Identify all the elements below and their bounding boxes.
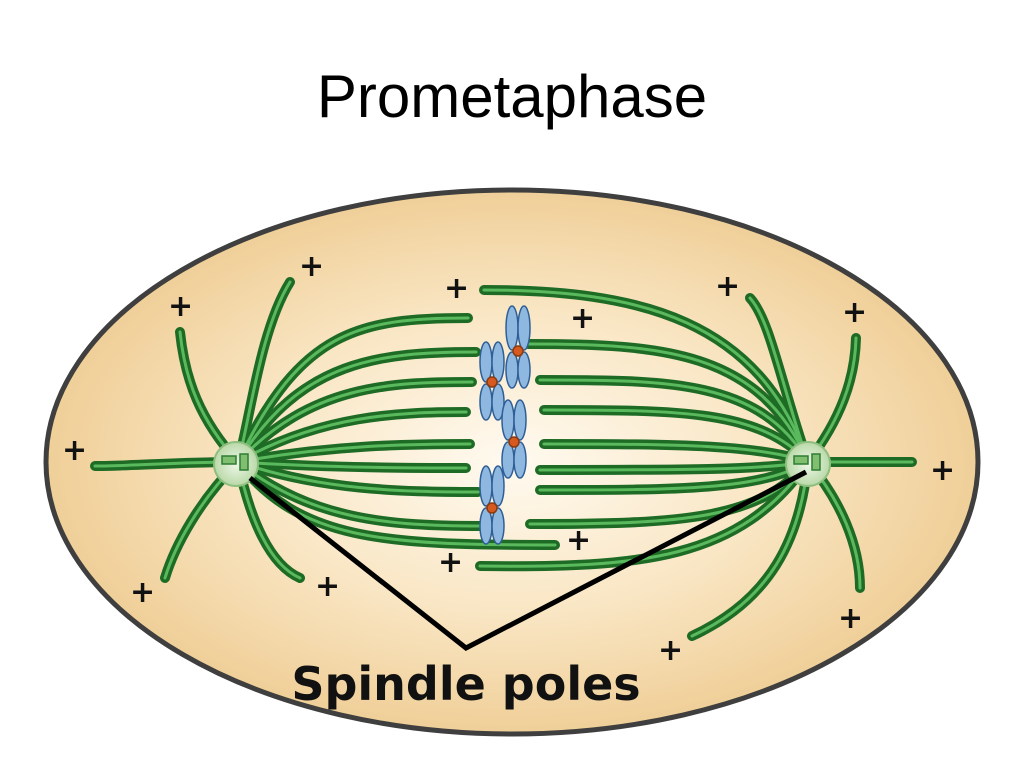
chromosome-3 — [501, 399, 527, 479]
microtubules — [90, 277, 917, 641]
plus-sign: + — [570, 301, 595, 336]
plus-end-markers: + + + + + + + + + + + + + + — [62, 249, 955, 668]
plus-sign: + — [130, 575, 155, 610]
plus-sign: + — [566, 523, 591, 558]
spindle-poles-label: Spindle poles — [291, 657, 640, 711]
spindle-pole-pointer — [248, 469, 808, 651]
plus-sign: + — [168, 289, 193, 324]
plus-sign: + — [299, 249, 324, 284]
plus-sign: + — [658, 633, 683, 668]
chromosome-2 — [479, 341, 505, 421]
chromosome-4 — [479, 465, 505, 545]
plus-sign: + — [438, 545, 463, 580]
plus-sign: + — [315, 569, 340, 604]
plus-sign: + — [838, 601, 863, 636]
spindle-pole-left — [213, 441, 259, 487]
plus-sign: + — [444, 271, 469, 306]
slide-title: Prometaphase — [316, 63, 708, 130]
plus-sign: + — [62, 433, 87, 468]
chromosome-1 — [505, 305, 531, 389]
plus-sign: + — [842, 295, 867, 330]
plus-sign: + — [930, 453, 955, 488]
chromosomes — [479, 305, 531, 545]
plus-sign: + — [715, 269, 740, 304]
